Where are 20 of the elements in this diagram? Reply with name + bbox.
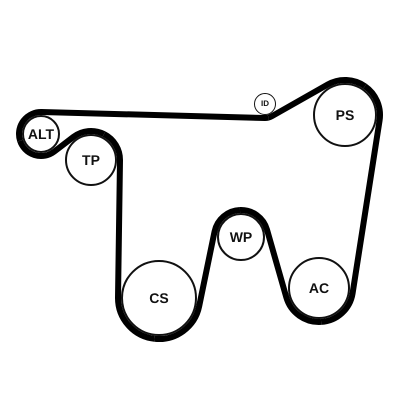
belt-segment [16, 109, 269, 142]
belt-segment [320, 84, 383, 325]
pulley [288, 257, 350, 319]
pulley-label: CS [149, 291, 169, 305]
pulley-label: ID [261, 100, 269, 108]
pulley [121, 260, 197, 336]
pulley-label: TP [82, 153, 100, 167]
pulley [65, 134, 117, 186]
belt-segment [17, 128, 106, 159]
belt-segment [240, 207, 322, 325]
pulley-label: WP [230, 230, 252, 244]
pulley [313, 83, 377, 147]
pulley-label: ALT [28, 127, 54, 141]
pulley-label: AC [308, 281, 330, 295]
belt-segment [267, 77, 366, 120]
pulley [217, 213, 265, 261]
pulley [254, 93, 276, 115]
belt-segment [154, 207, 240, 342]
belt-segment [102, 132, 156, 342]
pulley-label: PS [336, 108, 354, 122]
